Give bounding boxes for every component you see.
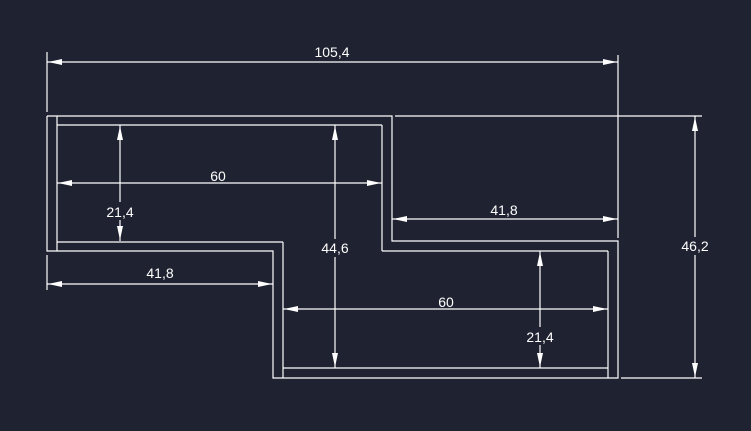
dimension-overall-height: 46,2 bbox=[676, 116, 714, 378]
dimension-label: 46,2 bbox=[681, 238, 708, 254]
dimension-label: 41,8 bbox=[146, 265, 173, 281]
dimension-right-offset-width: 41,8 bbox=[392, 202, 618, 222]
dimension-label: 44,6 bbox=[321, 240, 348, 256]
dimension-total-inner-height: 44,6 bbox=[317, 125, 353, 368]
shelf-outline bbox=[46, 115, 619, 379]
dimension-label: 21,4 bbox=[526, 329, 553, 345]
dimension-upper-shelf-width: 60 bbox=[57, 168, 382, 186]
dimension-label: 60 bbox=[210, 168, 226, 184]
dimension-label: 105,4 bbox=[314, 44, 349, 60]
dimension-lower-shelf-height: 21,4 bbox=[522, 251, 558, 368]
dimension-upper-shelf-height: 21,4 bbox=[102, 125, 138, 241]
dimension-label: 41,8 bbox=[490, 202, 517, 218]
dimension-upper-step-width: 41,8 bbox=[47, 265, 273, 287]
dimension-label: 60 bbox=[438, 294, 454, 310]
dimension-overall-width: 105,4 bbox=[47, 44, 618, 65]
dimension-lower-shelf-width: 60 bbox=[283, 294, 608, 312]
dimension-label: 21,4 bbox=[106, 204, 133, 220]
extension-lines bbox=[46, 52, 702, 379]
